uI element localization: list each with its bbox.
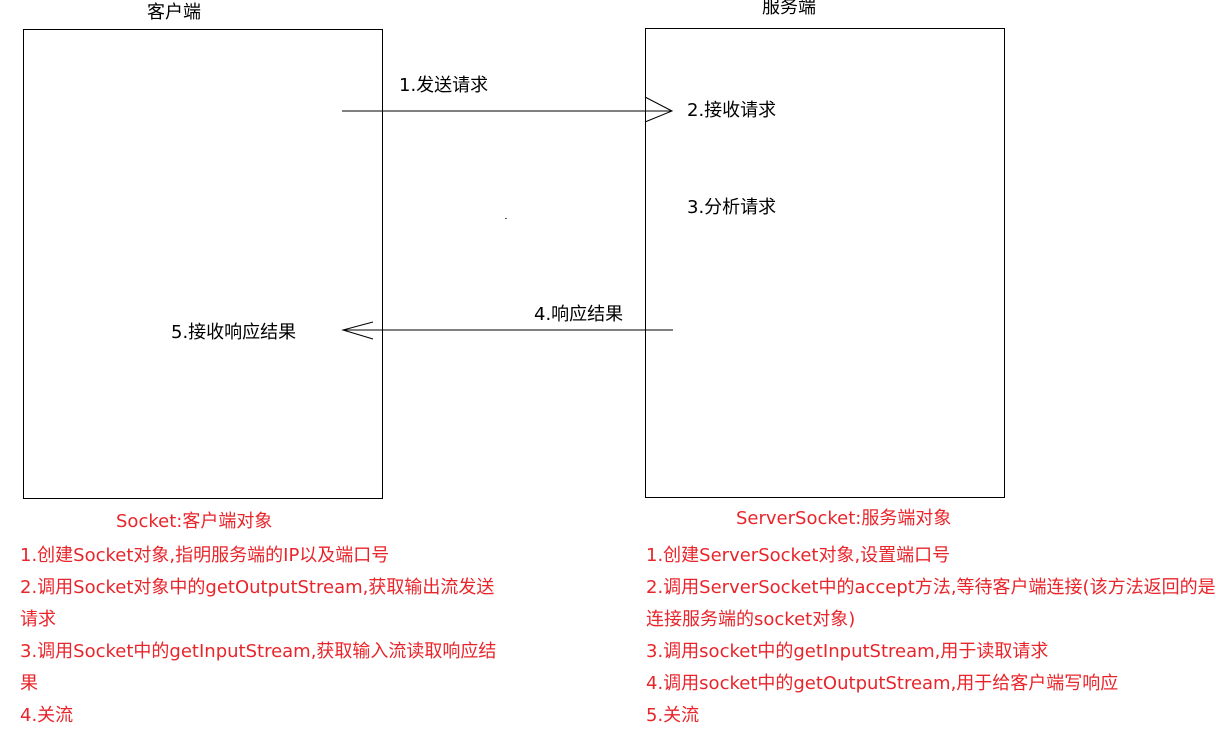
server-note-line: 连接服务端的socket对象) <box>646 609 856 630</box>
step-receive-response: 5.接收响应结果 <box>171 322 297 343</box>
client-note-line: 1.创建Socket对象,指明服务端的IP以及端口号 <box>20 545 390 566</box>
client-title: 客户端 <box>147 2 201 23</box>
server-note-line: 1.创建ServerSocket对象,设置端口号 <box>646 545 951 566</box>
client-note-line: 2.调用Socket对象中的getOutputStream,获取输出流发送 <box>20 577 495 598</box>
client-note-line: 3.调用Socket中的getInputStream,获取输入流读取响应结 <box>20 641 497 662</box>
response-arrow <box>341 321 673 340</box>
client-note-line: 果 <box>20 673 38 694</box>
server-note-line: 2.调用ServerSocket中的accept方法,等待客户端连接(该方法返回… <box>646 577 1216 598</box>
server-note-line: 4.调用socket中的getOutputStream,用于给客户端写响应 <box>646 673 1119 694</box>
server-box <box>645 28 1005 498</box>
step-send-request: 1.发送请求 <box>399 75 489 96</box>
send-request-arrow <box>342 96 674 123</box>
client-notes-title: Socket:客户端对象 <box>116 511 273 532</box>
client-box <box>23 29 383 499</box>
client-note-line: 请求 <box>20 609 56 630</box>
client-note-line: 4.关流 <box>20 705 74 726</box>
server-notes-list: 1.创建ServerSocket对象,设置端口号 2.调用ServerSocke… <box>646 540 1216 732</box>
step-analyze-request: 3.分析请求 <box>687 197 777 218</box>
stray-mark <box>505 218 507 219</box>
server-note-line: 3.调用socket中的getInputStream,用于读取请求 <box>646 641 1049 662</box>
step-receive-request: 2.接收请求 <box>687 100 777 121</box>
server-title: 服务端 <box>762 0 816 18</box>
step-respond-result: 4.响应结果 <box>534 304 624 325</box>
server-notes-title: ServerSocket:服务端对象 <box>736 508 952 529</box>
server-note-line: 5.关流 <box>646 705 700 726</box>
client-notes-list: 1.创建Socket对象,指明服务端的IP以及端口号 2.调用Socket对象中… <box>20 540 496 732</box>
